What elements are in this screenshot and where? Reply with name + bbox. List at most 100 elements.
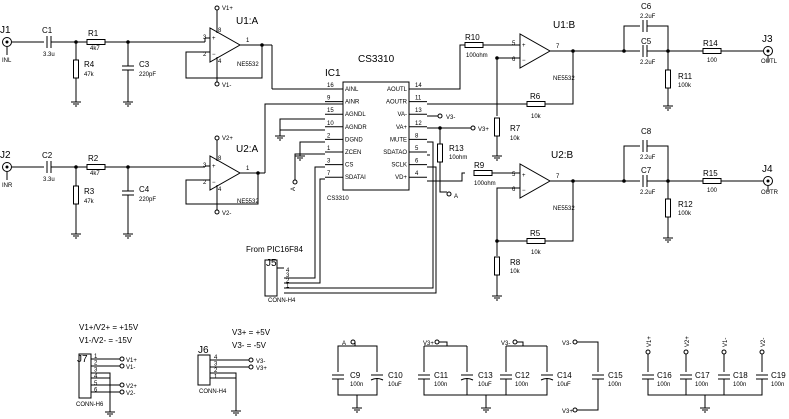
j3-label: OUTL bbox=[761, 59, 778, 65]
c11-ref: C11 bbox=[434, 371, 449, 380]
u1a-vplus-net: V1+ bbox=[222, 6, 233, 12]
opamp-u1b: +− 5 6 7 U1:B NE5532 bbox=[512, 20, 576, 82]
connector-pin-num: 2 bbox=[94, 361, 98, 367]
resistor-r1: R1 4k7 bbox=[86, 29, 106, 52]
connector-pin-num: 3 bbox=[214, 362, 218, 368]
ic1-pin-num: 15 bbox=[327, 108, 334, 114]
r7-ref: R7 bbox=[510, 124, 521, 133]
r5-ref: R5 bbox=[530, 229, 541, 238]
resistor-r9: R9 100ohm bbox=[473, 161, 496, 187]
c5-ref: C5 bbox=[641, 37, 652, 46]
ic1-pin-name: AINR bbox=[345, 100, 360, 106]
svg-text:6: 6 bbox=[512, 187, 516, 193]
c7-value: 2.2uF bbox=[640, 190, 656, 196]
connector-pin-num: 2 bbox=[214, 368, 218, 374]
resistor-r2: R2 4k7 bbox=[86, 154, 106, 177]
connector-pin-num: 1 bbox=[286, 284, 290, 290]
j7-net-v1m: V1- bbox=[126, 365, 135, 371]
r11-ref: R11 bbox=[678, 72, 693, 81]
decoup-v3p-net: V3+ bbox=[423, 341, 434, 347]
capacitor-c17: C17 100n bbox=[680, 371, 710, 388]
u2b-part: NE5532 bbox=[553, 206, 575, 212]
jack-j3: J3 OUTL bbox=[761, 34, 778, 65]
svg-text:7: 7 bbox=[556, 44, 560, 50]
c1-ref: C1 bbox=[42, 26, 53, 35]
c15-ref: C15 bbox=[608, 371, 623, 380]
supply-note-4: V3- = -5V bbox=[232, 341, 267, 350]
r3-value: 47k bbox=[84, 199, 95, 205]
c14-ref: C14 bbox=[557, 371, 572, 380]
capacitor-c15: C15 100n bbox=[592, 371, 623, 388]
r10-ref: R10 bbox=[465, 33, 480, 42]
svg-text:V2-: V2- bbox=[761, 338, 767, 347]
j3-ref: J3 bbox=[762, 34, 773, 45]
j1-ref: J1 bbox=[0, 25, 11, 36]
j7-type: CONN-H6 bbox=[76, 402, 104, 408]
ic1-pin-name: AGNDR bbox=[345, 125, 367, 131]
u2a-part: NE5532 bbox=[237, 199, 259, 205]
svg-text:+: + bbox=[212, 36, 216, 42]
capacitor-c4: C4 220pF bbox=[122, 185, 156, 203]
ic1-pin-num: 3 bbox=[327, 159, 331, 165]
jack-j2: J2 INR bbox=[0, 150, 13, 189]
u2a-vminus-net: V2- bbox=[222, 211, 231, 217]
c13-value: 10uF bbox=[478, 382, 492, 388]
r6-ref: R6 bbox=[530, 92, 541, 101]
r5-value: 10k bbox=[531, 250, 542, 256]
c12-ref: C12 bbox=[515, 371, 530, 380]
ic1-pin-name: AGNDL bbox=[345, 112, 366, 118]
c1-value: 3.3u bbox=[43, 52, 55, 58]
ic1-pin-name: VA+ bbox=[396, 125, 408, 131]
c2-value: 3.3u bbox=[43, 177, 55, 183]
opamp-u2a: +− 3 2 1 8 4 U2:A NE5532 bbox=[203, 144, 259, 205]
r2-ref: R2 bbox=[88, 154, 99, 163]
svg-text:5: 5 bbox=[512, 41, 516, 47]
resistor-r4: R4 47k bbox=[73, 59, 95, 79]
ic1-pin-num: 10 bbox=[327, 121, 334, 127]
c18-value: 100n bbox=[733, 382, 746, 388]
connector-pin-num: 6 bbox=[94, 388, 98, 394]
svg-text:8: 8 bbox=[218, 28, 222, 34]
ic1-pin-num: 11 bbox=[415, 96, 422, 102]
r4-value: 47k bbox=[84, 72, 95, 78]
connector-pin-num: 5 bbox=[94, 381, 98, 387]
jack-j1: J1 INL bbox=[0, 25, 12, 64]
c16-ref: C16 bbox=[657, 371, 672, 380]
ic1-pin-name: DGND bbox=[345, 137, 363, 143]
ic1-cs3310: IC1 CS3310 CS3310 16AINL9AINR15AGNDL10AG… bbox=[325, 54, 427, 202]
j2-ref: J2 bbox=[0, 150, 11, 161]
supply-note-1: V1+/V2+ = +15V bbox=[79, 323, 139, 332]
r2-value: 4k7 bbox=[90, 171, 100, 177]
c10-value: 10uF bbox=[388, 382, 402, 388]
capacitor-c8: C8 2.2uF bbox=[640, 127, 656, 161]
ic1-pin-num: 8 bbox=[415, 133, 419, 139]
r9-ref: R9 bbox=[474, 161, 485, 170]
j1-label: INL bbox=[2, 58, 12, 64]
c13-ref: C13 bbox=[478, 371, 493, 380]
r1-ref: R1 bbox=[88, 29, 99, 38]
resistor-r11: R11 100k bbox=[665, 69, 693, 89]
ic1-pin-name: AINL bbox=[345, 87, 359, 93]
c12-value: 100n bbox=[515, 382, 528, 388]
j6-net-v3p: V3+ bbox=[256, 366, 267, 372]
j4-ref: J4 bbox=[762, 164, 773, 175]
r10-value: 100ohm bbox=[466, 53, 488, 59]
r6-value: 10k bbox=[531, 114, 542, 120]
resistor-r8: R8 10k bbox=[494, 256, 521, 276]
j2-label: INR bbox=[2, 183, 13, 189]
opamp-u1a: +− 3 2 1 8 4 U1:A NE5532 bbox=[203, 16, 259, 68]
ic1-pin-num: 12 bbox=[415, 121, 422, 127]
c18-ref: C18 bbox=[733, 371, 748, 380]
capacitor-c19: C19 100n bbox=[756, 371, 786, 388]
c15-bottom-net: V3+ bbox=[562, 409, 573, 415]
ic1-pin-num: 16 bbox=[327, 83, 334, 89]
capacitor-c16: C16 100n bbox=[642, 371, 672, 388]
svg-text:8: 8 bbox=[218, 156, 222, 162]
opamp-u2b: +− 5 6 7 U2:B NE5532 bbox=[512, 150, 575, 212]
capacitor-c9: C9 100n bbox=[332, 371, 363, 388]
c17-ref: C17 bbox=[695, 371, 710, 380]
capacitor-c13: C13 10uF bbox=[460, 371, 493, 388]
ic1-ref: IC1 bbox=[325, 68, 341, 79]
u1a-part: NE5532 bbox=[237, 62, 259, 68]
